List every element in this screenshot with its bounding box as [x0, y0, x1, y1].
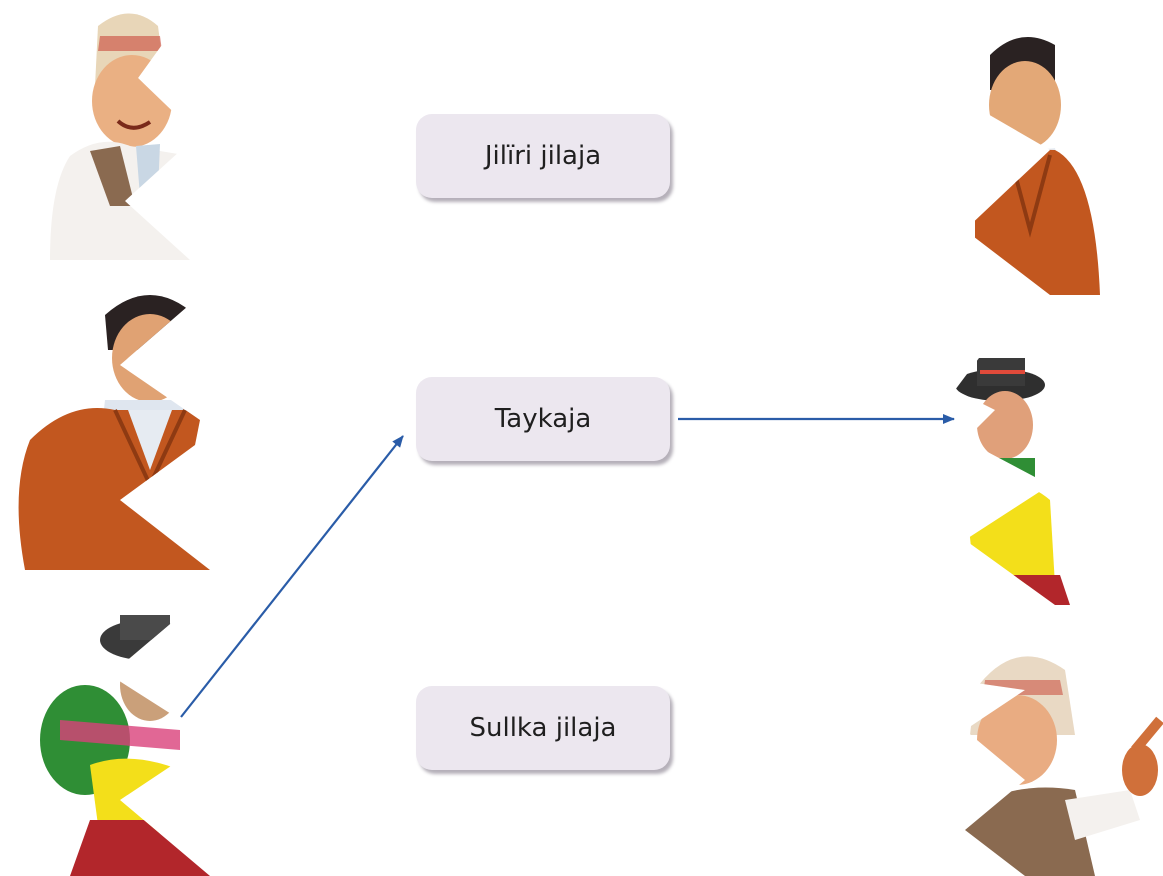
right-boy-brown-sweater-picture[interactable]	[955, 30, 1105, 295]
arrow-woman-to-taykaja	[180, 435, 404, 718]
right-boy-pointing-picture[interactable]	[955, 640, 1163, 876]
label-box-sullka[interactable]: Sullka jilaja	[416, 686, 670, 770]
left-woman-with-bundle-picture[interactable]	[30, 600, 220, 876]
label-text-sullka: Sullka jilaja	[469, 713, 617, 743]
label-box-jiliri[interactable]: Jilïri jilaja	[416, 114, 670, 198]
right-woman-bowler-hat-picture[interactable]	[955, 350, 1075, 605]
label-text-jiliri: Jilïri jilaja	[484, 141, 602, 171]
label-text-taykaja: Taykaja	[494, 404, 592, 434]
label-box-taykaja[interactable]: Taykaja	[416, 377, 670, 461]
left-boy-knit-hat-picture[interactable]	[40, 6, 200, 260]
left-man-brown-sweater-picture[interactable]	[10, 270, 250, 570]
